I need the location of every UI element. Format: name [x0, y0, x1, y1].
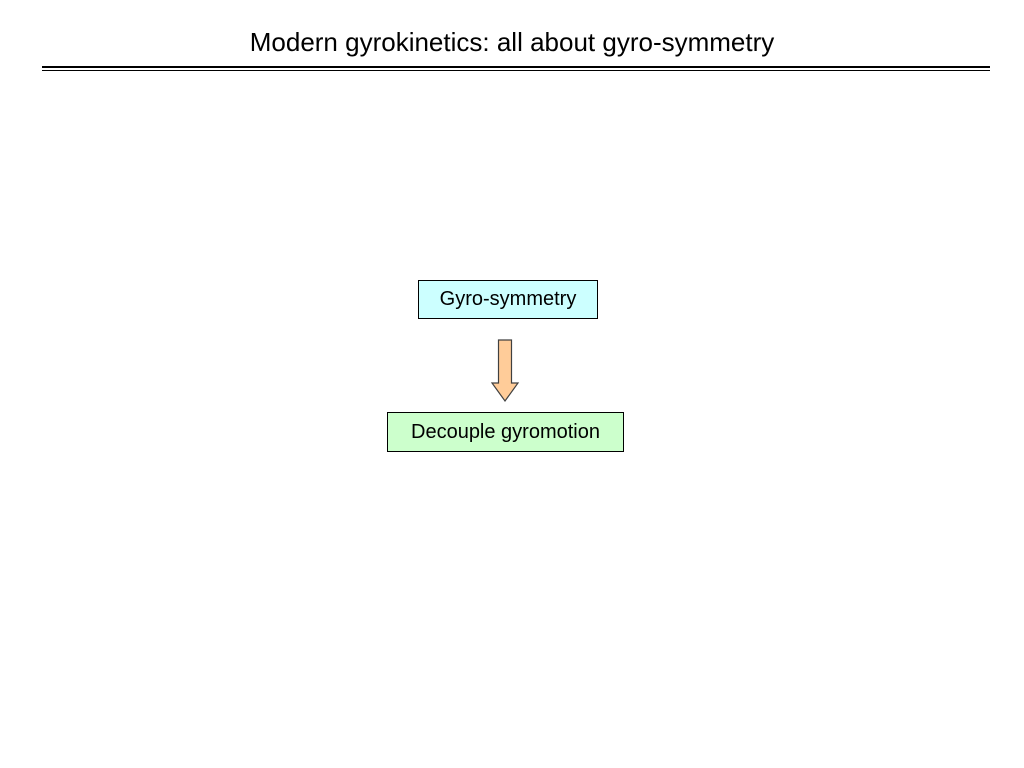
slide-title: Modern gyrokinetics: all about gyro-symm… [249, 27, 775, 57]
down-arrow-icon [490, 339, 520, 403]
gyro-symmetry-label: Gyro-symmetry [439, 288, 577, 310]
decouple-gyromotion-label: Decouple gyromotion [411, 420, 600, 443]
gyro-symmetry-box: Gyro-symmetry [418, 280, 598, 319]
decouple-gyromotion-box: Decouple gyromotion [387, 412, 624, 452]
down-arrow-shape [490, 339, 520, 403]
title-divider-thin [42, 70, 990, 71]
title-divider-thick [42, 66, 990, 68]
